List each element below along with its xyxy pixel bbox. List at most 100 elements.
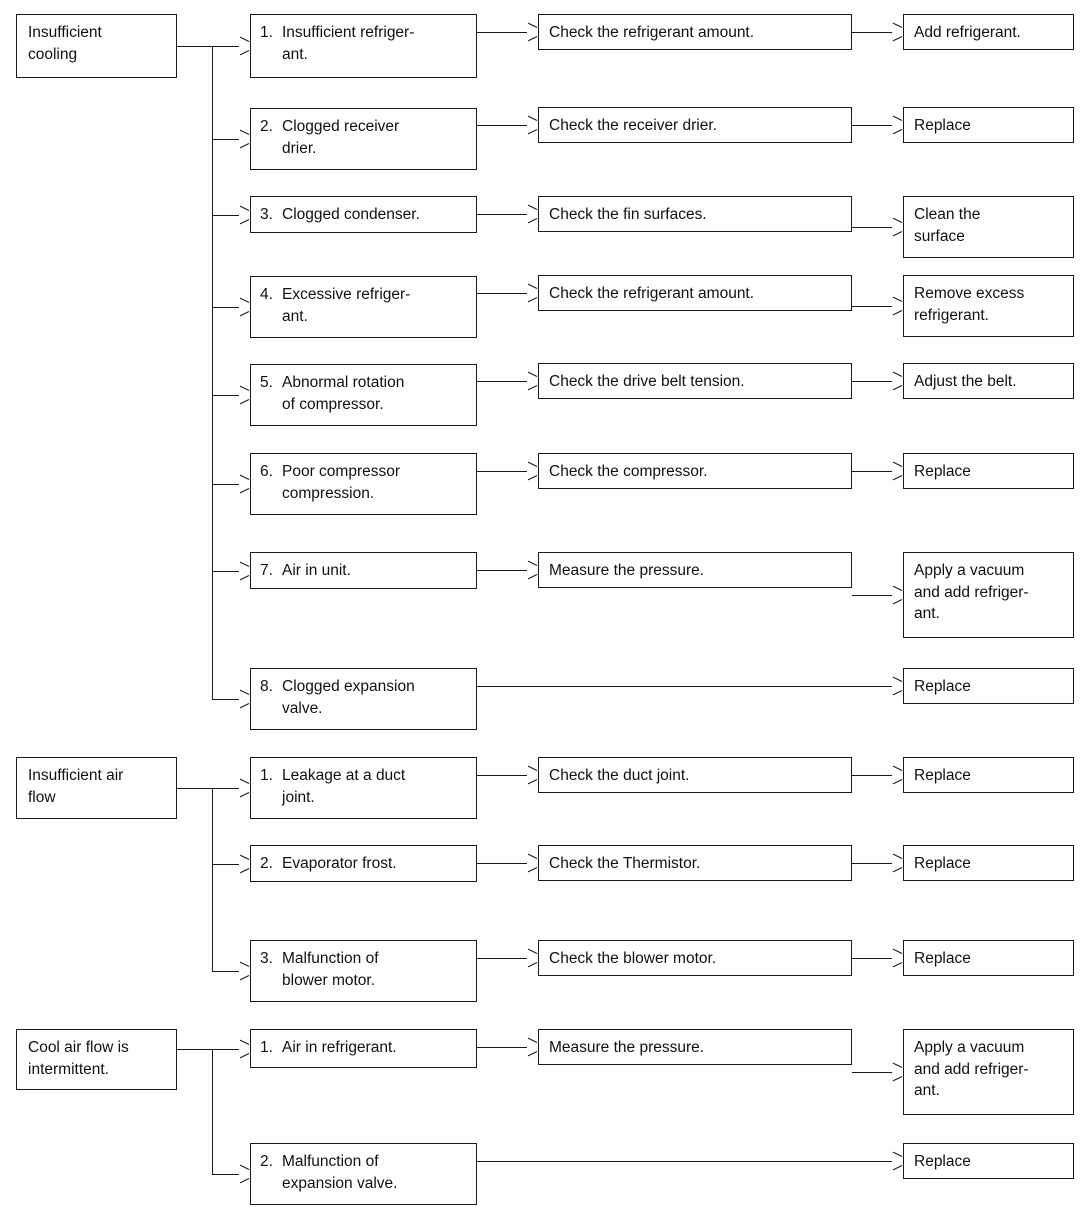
action-label: Add refrigerant.	[914, 24, 1021, 41]
check-link-insufficient-cooling-0-arrow	[527, 27, 536, 37]
cause-row: 4.Excessive refriger- ant.	[260, 284, 467, 327]
check-link-insufficient-cooling-3-arrow	[527, 288, 536, 298]
cause-box-insufficient-cooling-5: 5. Abnormal rotation of compressor.	[250, 364, 477, 426]
action-link-insufficient-cooling-6-arrow	[892, 590, 901, 600]
branch-insufficient-cooling-7-arrow	[239, 694, 248, 704]
action-label: Replace	[914, 117, 971, 134]
cause-number: 7.	[260, 562, 273, 579]
cause-box-cool-air-flow-intermittent-2: 2.Malfunction of expansion valve.	[250, 1143, 477, 1205]
branch-insufficient-air-flow-1	[212, 864, 239, 865]
cause-label: Clogged condenser.	[282, 206, 420, 223]
cause-number: 5.	[260, 374, 273, 391]
symptom-label: Cool air flow is intermittent.	[28, 1039, 129, 1078]
action-box-insufficient-cooling-8: Replace	[903, 668, 1074, 704]
action-label: Remove excess refrigerant.	[914, 285, 1025, 324]
check-link-insufficient-cooling-5	[477, 471, 527, 472]
check-label: Check the fin surfaces.	[549, 206, 707, 223]
action-label: Replace	[914, 855, 971, 872]
branch-cool-air-flow-intermittent-1	[212, 1174, 239, 1175]
action-label: Replace	[914, 678, 971, 695]
check-box-insufficient-air-flow-2: Check the Thermistor.	[538, 845, 852, 881]
symptom-box-cool-air-flow-intermittent: Cool air flow is intermittent.	[16, 1029, 177, 1090]
branch-insufficient-cooling-5	[212, 484, 239, 485]
action-link-cool-air-flow-intermittent-0-arrow	[892, 1067, 901, 1077]
action-box-insufficient-air-flow-1: Replace	[903, 757, 1074, 793]
branch-insufficient-cooling-0-arrow	[239, 41, 248, 51]
cause-number: 8.	[260, 678, 273, 695]
trunk-insufficient-air-flow	[212, 788, 213, 971]
cause-label: Abnormal rotation of compressor.	[282, 374, 405, 413]
cause-box-insufficient-cooling-6: 6.Poor compressor compression.	[250, 453, 477, 515]
direct-action-link-insufficient-cooling-7-arrow	[892, 681, 901, 691]
check-box-insufficient-cooling-6: Check the compressor.	[538, 453, 852, 489]
action-box-insufficient-cooling-4: Remove excess refrigerant.	[903, 275, 1074, 337]
action-link-insufficient-cooling-4-arrow	[892, 376, 901, 386]
symptom-label: Insufficient air flow	[28, 767, 124, 806]
action-label: Replace	[914, 1153, 971, 1170]
check-link-cool-air-flow-intermittent-0	[477, 1047, 527, 1048]
action-box-insufficient-air-flow-3: Replace	[903, 940, 1074, 976]
cause-box-insufficient-air-flow-2: 2.Evaporator frost.	[250, 845, 477, 882]
check-label: Check the refrigerant amount.	[549, 24, 755, 41]
check-box-insufficient-air-flow-1: Check the duct joint.	[538, 757, 852, 793]
action-link-insufficient-air-flow-2	[852, 958, 892, 959]
action-link-insufficient-cooling-2	[852, 227, 892, 228]
branch-insufficient-air-flow-0	[212, 788, 239, 789]
action-link-insufficient-cooling-2-arrow	[892, 222, 901, 232]
cause-number: 4.	[260, 286, 273, 303]
action-link-insufficient-cooling-3-arrow	[892, 301, 901, 311]
cause-row: 7. Air in unit.	[260, 560, 467, 582]
branch-insufficient-cooling-1	[212, 139, 239, 140]
action-label: Clean the surface	[914, 206, 981, 245]
branch-insufficient-cooling-3-arrow	[239, 302, 248, 312]
check-link-insufficient-cooling-4	[477, 381, 527, 382]
action-label: Apply a vacuum and add refriger- ant.	[914, 562, 1029, 623]
action-label: Apply a vacuum and add refriger- ant.	[914, 1039, 1029, 1100]
branch-insufficient-cooling-1-arrow	[239, 134, 248, 144]
branch-insufficient-cooling-2	[212, 215, 239, 216]
action-link-insufficient-cooling-5-arrow	[892, 466, 901, 476]
check-link-insufficient-cooling-6-arrow	[527, 565, 536, 575]
check-label: Check the Thermistor.	[549, 855, 701, 872]
check-link-insufficient-air-flow-2	[477, 958, 527, 959]
cause-number: 1.	[260, 1039, 273, 1056]
branch-insufficient-air-flow-0-arrow	[239, 783, 248, 793]
cause-label: Evaporator frost.	[282, 855, 397, 872]
branch-insufficient-cooling-3	[212, 307, 239, 308]
branch-insufficient-cooling-6-arrow	[239, 566, 248, 576]
check-box-insufficient-cooling-7: Measure the pressure.	[538, 552, 852, 588]
action-label: Adjust the belt.	[914, 373, 1017, 390]
branch-insufficient-air-flow-2	[212, 971, 239, 972]
check-link-insufficient-cooling-0	[477, 32, 527, 33]
cause-label: Air in unit.	[282, 562, 351, 579]
check-link-cool-air-flow-intermittent-0-arrow	[527, 1042, 536, 1052]
cause-box-insufficient-air-flow-1: 1.Leakage at a duct joint.	[250, 757, 477, 819]
symptom-stem-insufficient-cooling	[177, 46, 212, 47]
cause-box-cool-air-flow-intermittent-1: 1. Air in refrigerant.	[250, 1029, 477, 1068]
action-box-insufficient-air-flow-2: Replace	[903, 845, 1074, 881]
cause-number: 6.	[260, 463, 273, 480]
cause-number: 3.	[260, 950, 273, 967]
cause-box-insufficient-cooling-7: 7. Air in unit.	[250, 552, 477, 589]
branch-insufficient-air-flow-1-arrow	[239, 859, 248, 869]
cause-row: 1.Insufficient refriger- ant.	[260, 22, 467, 65]
action-box-insufficient-cooling-2: Replace	[903, 107, 1074, 143]
action-link-insufficient-air-flow-2-arrow	[892, 953, 901, 963]
branch-insufficient-cooling-6	[212, 571, 239, 572]
cause-row: 1.Leakage at a duct joint.	[260, 765, 467, 808]
action-link-insufficient-air-flow-0-arrow	[892, 770, 901, 780]
check-link-insufficient-air-flow-1	[477, 863, 527, 864]
action-link-insufficient-air-flow-1	[852, 863, 892, 864]
action-label: Replace	[914, 463, 971, 480]
cause-label: Air in refrigerant.	[282, 1039, 397, 1056]
branch-cool-air-flow-intermittent-0-arrow	[239, 1044, 248, 1054]
branch-insufficient-cooling-7	[212, 699, 239, 700]
check-box-insufficient-cooling-1: Check the refrigerant amount.	[538, 14, 852, 50]
branch-insufficient-cooling-4-arrow	[239, 390, 248, 400]
symptom-box-insufficient-air-flow: Insufficient air flow	[16, 757, 177, 819]
cause-box-insufficient-cooling-1: 1.Insufficient refriger- ant.	[250, 14, 477, 78]
action-box-insufficient-cooling-5: Adjust the belt.	[903, 363, 1074, 399]
cause-row: 8.Clogged expansion valve.	[260, 676, 467, 719]
cause-row: 5. Abnormal rotation of compressor.	[260, 372, 467, 415]
